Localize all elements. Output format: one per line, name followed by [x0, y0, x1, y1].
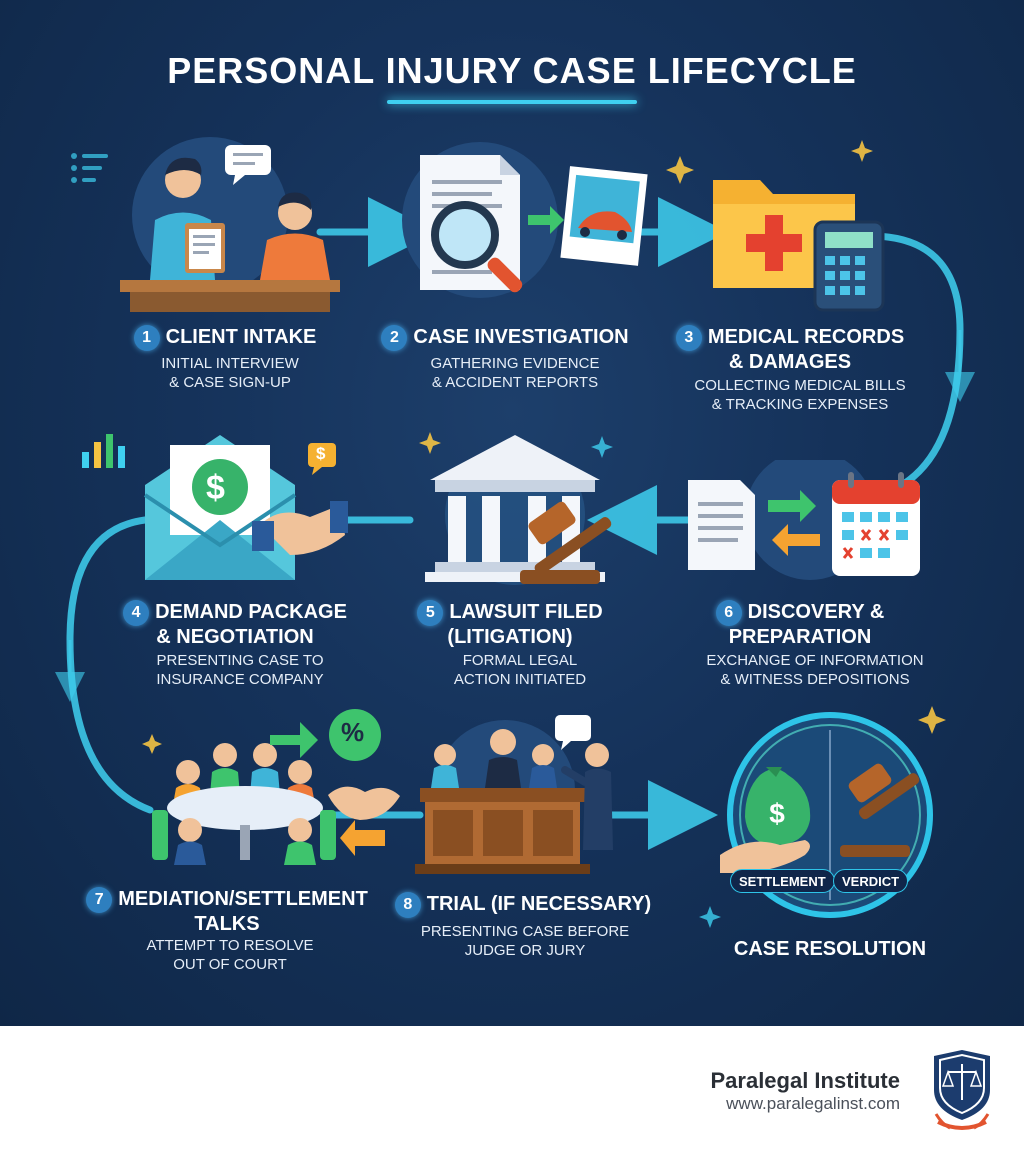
brand-url: www.paralegalinst.com — [726, 1094, 900, 1113]
mediation-illustration: % — [150, 700, 410, 870]
verdict-badge: VERDICT — [833, 869, 909, 893]
case-resolution-label: CASE RESOLUTION — [733, 938, 927, 960]
settlement-badge: SETTLEMENT — [730, 869, 835, 893]
sparkle-icon — [419, 432, 441, 454]
sparkle-icon — [851, 140, 873, 162]
step-3-description: Collecting medical bills & tracking expe… — [694, 377, 906, 413]
step-4-description: Presenting case to insurance company — [156, 652, 324, 688]
brand-logo-icon — [934, 1050, 990, 1130]
courthouse-illustration — [425, 435, 612, 585]
case-resolution-illustration: $ — [720, 712, 933, 918]
trial-illustration — [415, 715, 613, 874]
step-5-description: Formal legal action initiated — [453, 652, 587, 688]
medical-records-illustration — [713, 180, 885, 312]
step-7-description: Attempt to resolve out of court — [146, 937, 314, 973]
footer: Paralegal Institute www.paralegalinst.co… — [0, 1026, 1024, 1154]
step-8-description: Presenting case before judge or jury — [420, 923, 630, 959]
demand-package-illustration: $ $ — [140, 425, 350, 590]
dollar-icon: $ — [769, 798, 785, 829]
percent-icon: % — [341, 717, 365, 747]
investigation-illustration — [402, 142, 648, 298]
page-title: PERSONAL INJURY CASE LIFECYCLE — [167, 50, 857, 91]
title-underline — [387, 100, 637, 104]
bar-chart-icon — [82, 434, 125, 468]
brand-name: Paralegal Institute — [710, 1068, 900, 1093]
step-2-description: Gathering evidence & accident reports — [430, 355, 600, 391]
sparkle-icon — [666, 156, 694, 184]
sparkle-icon — [142, 734, 162, 754]
dollar-icon: $ — [316, 444, 326, 463]
sparkle-icon — [918, 706, 946, 734]
client-intake-illustration — [120, 137, 340, 312]
discovery-illustration — [688, 460, 920, 580]
step-6-description: Exchange of information & witness deposi… — [706, 652, 924, 688]
infographic-canvas: PERSONAL INJURY CASE LIFECYCLE — [0, 0, 1024, 1026]
dollar-icon: $ — [206, 469, 225, 507]
flow-connectors — [55, 140, 975, 928]
list-decoration-icon — [71, 153, 108, 183]
step-1-description: Initial interview & case sign-up — [161, 355, 299, 391]
